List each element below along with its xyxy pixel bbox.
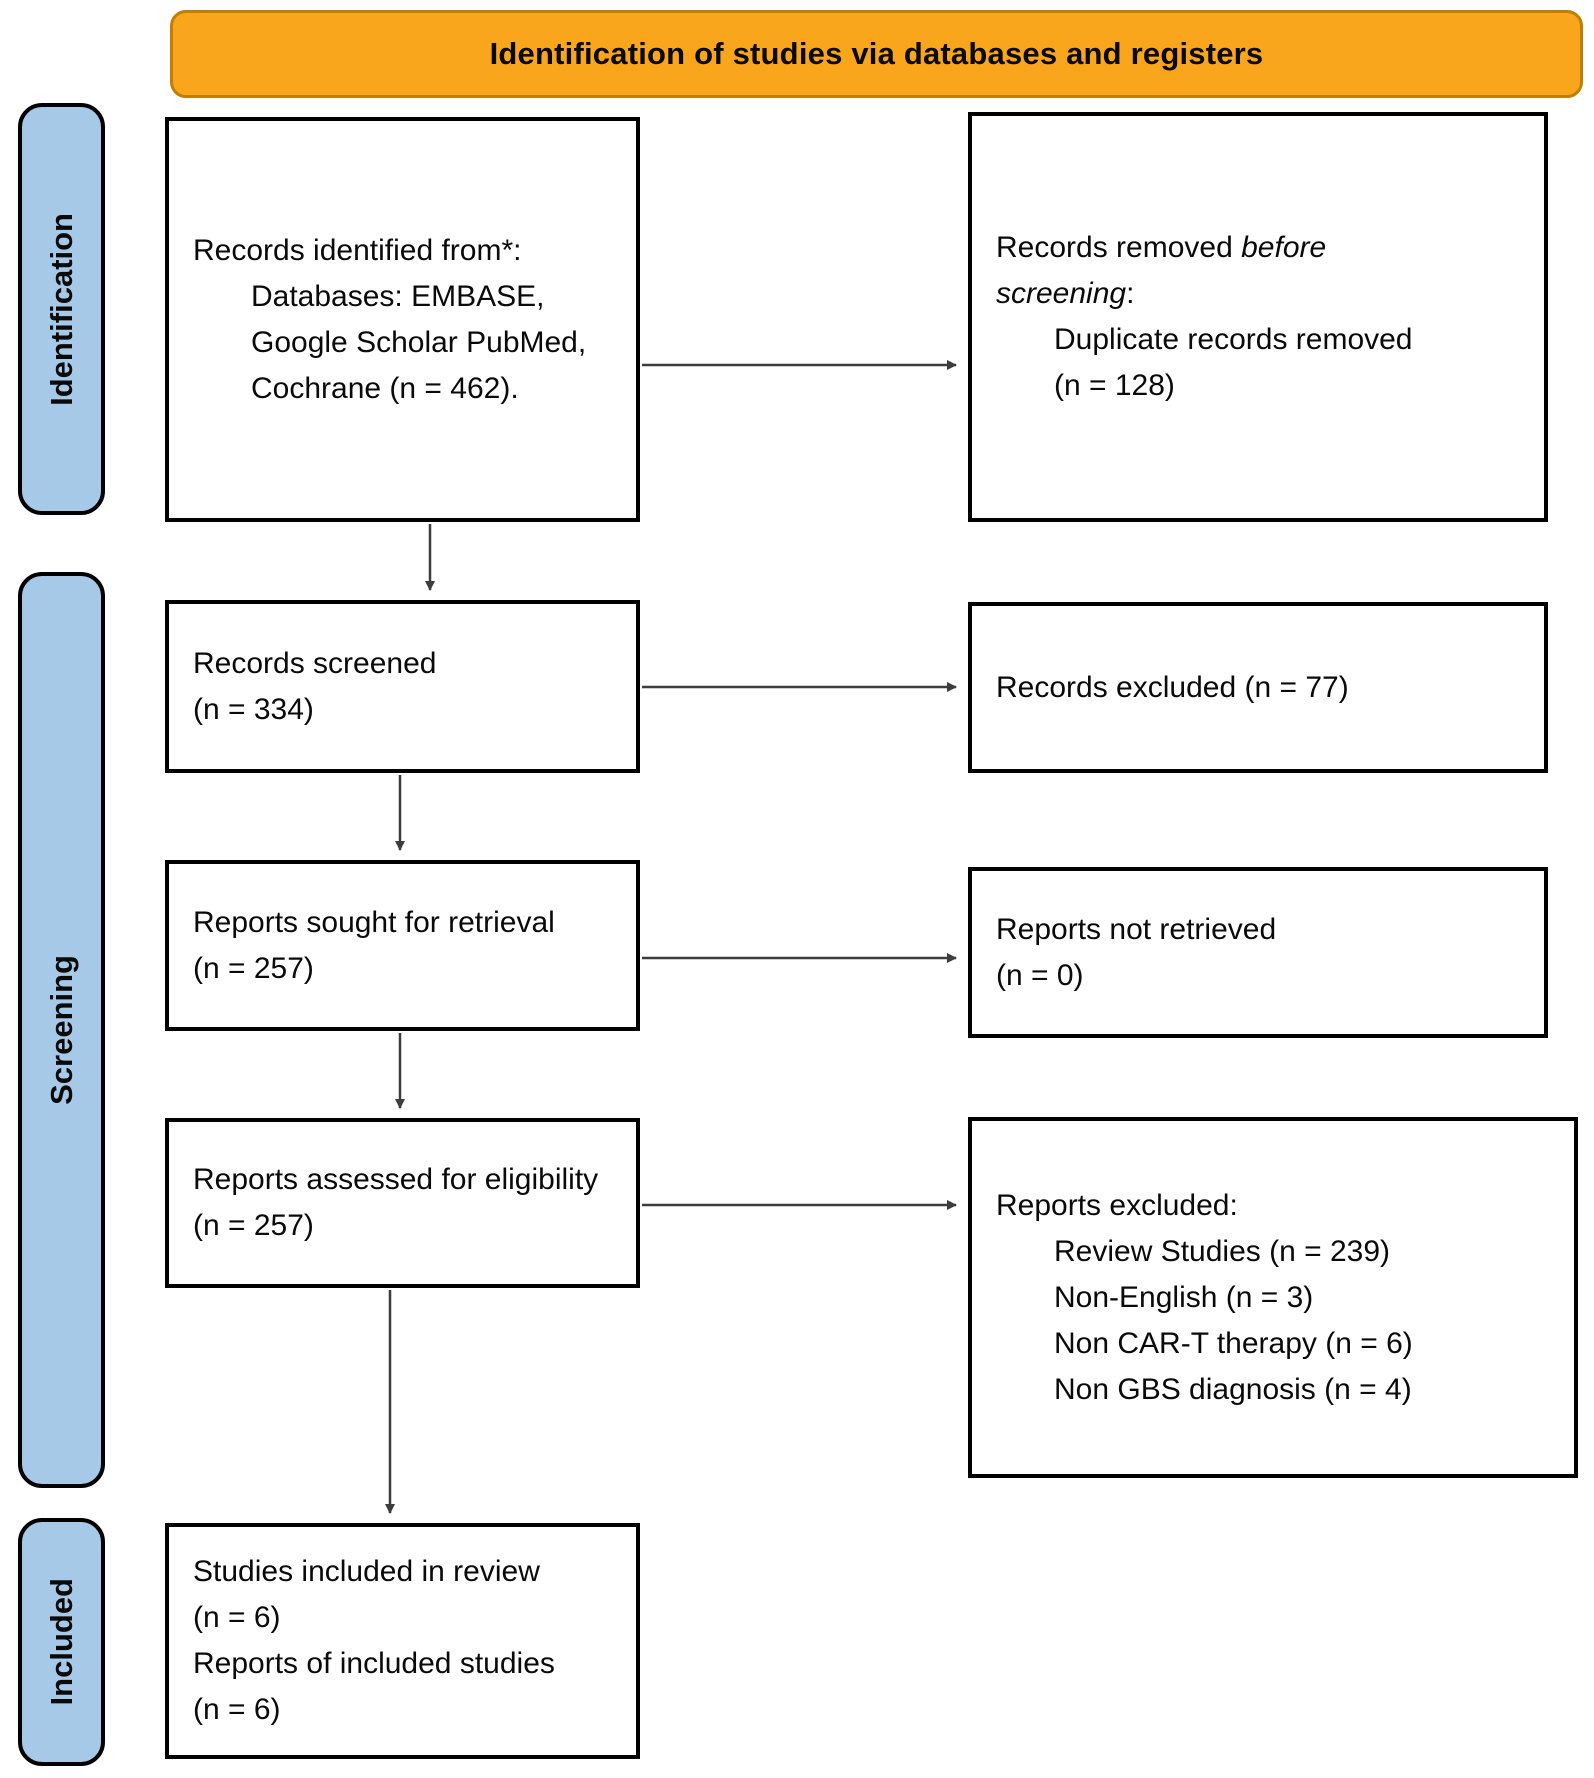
- studies-included-box: Studies included in review (n = 6) Repor…: [165, 1523, 640, 1759]
- reports-excluded-title: Reports excluded:: [996, 1188, 1238, 1222]
- phase-label-included-text: Included: [43, 1578, 79, 1706]
- records-removed-box: Records removed before screening: Duplic…: [968, 112, 1548, 522]
- reports-not-retrieved-line2: (n = 0): [996, 958, 1084, 992]
- records-removed-suffix: :: [1126, 277, 1135, 310]
- phase-label-screening: Screening: [18, 572, 105, 1488]
- records-removed-item: (n = 128): [1054, 369, 1175, 402]
- records-excluded-box: Records excluded (n = 77): [968, 602, 1548, 773]
- records-identified-title: Records identified from*:: [193, 233, 522, 267]
- records-identified-item: Google Scholar PubMed,: [251, 325, 587, 359]
- phase-label-screening-text: Screening: [43, 955, 79, 1105]
- records-screened-line2: (n = 334): [193, 692, 314, 726]
- records-identified-box: Records identified from*: Databases: EMB…: [165, 117, 640, 522]
- records-removed-prefix: Records removed: [996, 231, 1242, 264]
- records-screened-box: Records screened (n = 334): [165, 600, 640, 773]
- reports-excluded-item: Non CAR-T therapy (n = 6): [1054, 1326, 1413, 1360]
- reports-sought-box: Reports sought for retrieval (n = 257): [165, 860, 640, 1031]
- diagram-title: Identification of studies via databases …: [489, 36, 1264, 71]
- studies-included-line3: Reports of included studies: [193, 1647, 555, 1680]
- phase-label-identification-text: Identification: [43, 212, 79, 406]
- records-screened-line1: Records screened: [193, 646, 437, 680]
- records-identified-item: Databases: EMBASE,: [251, 279, 545, 313]
- reports-sought-line1: Reports sought for retrieval: [193, 905, 555, 939]
- records-removed-item: Duplicate records removed: [1054, 323, 1413, 356]
- reports-not-retrieved-box: Reports not retrieved (n = 0): [968, 867, 1548, 1038]
- reports-excluded-item: Review Studies (n = 239): [1054, 1234, 1391, 1268]
- reports-excluded-item: Non GBS diagnosis (n = 4): [1054, 1372, 1412, 1406]
- reports-assessed-line2: (n = 257): [193, 1209, 314, 1242]
- records-identified-item: Cochrane (n = 462).: [251, 371, 519, 405]
- phase-label-included: Included: [18, 1518, 105, 1766]
- studies-included-line1: Studies included in review: [193, 1555, 540, 1588]
- records-removed-italic2: screening: [996, 277, 1127, 310]
- records-removed-title-line2: screening:: [996, 271, 1532, 317]
- reports-excluded-item: Non-English (n = 3): [1054, 1280, 1314, 1314]
- reports-assessed-line1: Reports assessed for eligibility: [193, 1163, 599, 1196]
- studies-included-line2: (n = 6): [193, 1601, 281, 1634]
- header-banner: Identification of studies via databases …: [170, 10, 1583, 98]
- phase-label-identification: Identification: [18, 103, 105, 515]
- studies-included-line4: (n = 6): [193, 1693, 281, 1726]
- records-removed-title-line1: Records removed before: [996, 225, 1532, 271]
- reports-not-retrieved-line1: Reports not retrieved: [996, 912, 1277, 946]
- reports-excluded-box: Reports excluded: Review Studies (n = 23…: [968, 1117, 1578, 1478]
- records-excluded-line1: Records excluded (n = 77): [996, 670, 1349, 704]
- reports-assessed-box: Reports assessed for eligibility (n = 25…: [165, 1118, 640, 1288]
- reports-sought-line2: (n = 257): [193, 951, 314, 985]
- records-removed-italic1: before: [1241, 231, 1327, 264]
